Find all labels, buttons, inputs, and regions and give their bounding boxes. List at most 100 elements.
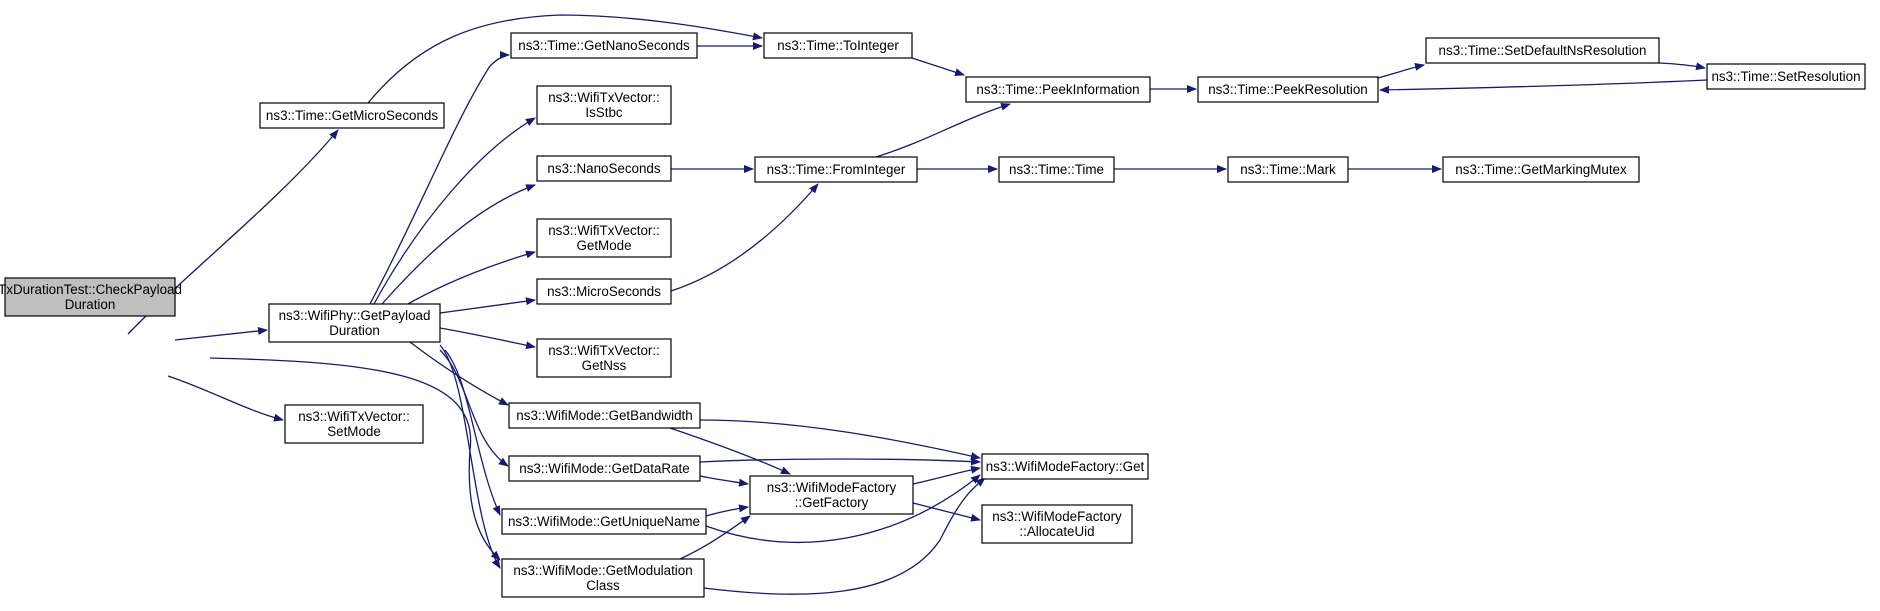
node-label: Duration bbox=[65, 297, 116, 312]
node-box bbox=[749, 475, 914, 515]
node-label: ns3::WifiMode::GetBandwidth bbox=[516, 408, 692, 423]
node-label: ns3::Time::PeekResolution bbox=[1208, 82, 1368, 97]
node-label: ns3::WifiMode::GetModulation bbox=[513, 563, 692, 578]
edge-getUniqueName-to-getFactory bbox=[705, 504, 749, 517]
node-label: ::GetFactory bbox=[795, 495, 869, 510]
node-box bbox=[1227, 156, 1349, 183]
node-label: ns3::Time::Mark bbox=[1240, 162, 1336, 177]
node-label: ns3::WifiTxVector:: bbox=[548, 90, 660, 105]
node-label: ns3::WifiModeFactory bbox=[767, 480, 897, 495]
node-box bbox=[1706, 63, 1866, 90]
edge-getBandwidth-to-factoryGet bbox=[699, 419, 981, 460]
edge-root-to-getModulationClass bbox=[209, 357, 501, 561]
edge-getModulationClass-to-getFactory bbox=[679, 515, 751, 560]
node-box bbox=[501, 558, 705, 598]
node-toInteger[interactable]: ns3::Time::ToInteger bbox=[763, 32, 913, 59]
node-label: ::AllocateUid bbox=[1019, 524, 1094, 539]
node-box bbox=[536, 278, 672, 305]
node-mark[interactable]: ns3::Time::Mark bbox=[1227, 156, 1349, 183]
node-setDefaultNsResolution[interactable]: ns3::Time::SetDefaultNsResolution bbox=[1425, 37, 1660, 64]
node-factoryGet[interactable]: ns3::WifiModeFactory::Get bbox=[981, 453, 1149, 480]
node-label: GetMode bbox=[576, 238, 631, 253]
node-box bbox=[284, 404, 424, 444]
node-label: Class bbox=[586, 578, 620, 593]
node-label: ns3::MicroSeconds bbox=[547, 284, 661, 299]
edge-peekResolution-to-setDefaultNsResolution bbox=[1377, 62, 1425, 79]
node-fromInteger[interactable]: ns3::Time::FromInteger bbox=[754, 156, 918, 183]
edge-getFactory-to-allocateUid bbox=[912, 502, 981, 522]
node-box bbox=[998, 156, 1115, 183]
node-label: ns3::WifiModeFactory::Get bbox=[986, 459, 1145, 474]
edge-getPayloadDuration-to-getNanoSeconds bbox=[369, 51, 510, 305]
node-label: ns3::Time::PeekInformation bbox=[976, 82, 1139, 97]
edge-getPayloadDuration-to-getNss bbox=[439, 327, 536, 350]
edge-setDefaultNsResolution-to-setResolution bbox=[1658, 62, 1706, 71]
node-box bbox=[1442, 156, 1640, 183]
node-label: TxDurationTest::CheckPayload bbox=[0, 282, 182, 297]
node-box bbox=[268, 303, 441, 343]
edge-getBandwidth-to-getFactory bbox=[669, 427, 791, 475]
edge-getPayloadDuration-to-getMode bbox=[407, 250, 536, 305]
node-box bbox=[754, 156, 918, 183]
node-box bbox=[763, 32, 913, 59]
node-box bbox=[536, 85, 672, 125]
node-microSeconds[interactable]: ns3::MicroSeconds bbox=[536, 278, 672, 305]
node-label: ns3::WifiMode::GetUniqueName bbox=[508, 514, 700, 529]
node-label: ns3::Time::SetDefaultNsResolution bbox=[1439, 43, 1647, 58]
node-nanoSeconds[interactable]: ns3::NanoSeconds bbox=[536, 155, 672, 182]
node-getMicroSeconds[interactable]: ns3::Time::GetMicroSeconds bbox=[259, 102, 445, 129]
node-getNss[interactable]: ns3::WifiTxVector::GetNss bbox=[536, 338, 672, 378]
node-isStbc[interactable]: ns3::WifiTxVector::IsStbc bbox=[536, 85, 672, 125]
node-box bbox=[965, 76, 1151, 103]
node-box bbox=[4, 277, 176, 317]
node-timeCtor[interactable]: ns3::Time::Time bbox=[998, 156, 1115, 183]
node-label: Duration bbox=[329, 323, 380, 338]
node-setResolution[interactable]: ns3::Time::SetResolution bbox=[1706, 63, 1866, 90]
node-box bbox=[1197, 76, 1379, 103]
node-allocateUid[interactable]: ns3::WifiModeFactory::AllocateUid bbox=[981, 504, 1133, 544]
node-label: ns3::Time::GetMicroSeconds bbox=[266, 108, 438, 123]
node-box bbox=[501, 508, 707, 535]
node-getMarkingMutex[interactable]: ns3::Time::GetMarkingMutex bbox=[1442, 156, 1640, 183]
edge-getPayloadDuration-to-microSeconds bbox=[439, 297, 536, 314]
node-label: ns3::WifiModeFactory bbox=[992, 509, 1122, 524]
node-box bbox=[536, 218, 672, 258]
edge-root-to-getPayloadDuration bbox=[174, 326, 268, 341]
edge-getDataRate-to-factoryGet bbox=[699, 457, 981, 466]
node-getFactory[interactable]: ns3::WifiModeFactory::GetFactory bbox=[749, 475, 914, 515]
node-setMode[interactable]: ns3::WifiTxVector::SetMode bbox=[284, 404, 424, 444]
edge-getPayloadDuration-to-getModulationClass bbox=[439, 344, 501, 569]
edge-getPayloadDuration-to-isStbc bbox=[373, 117, 536, 305]
node-box bbox=[981, 453, 1149, 480]
node-label: ns3::Time::GetMarkingMutex bbox=[1455, 162, 1627, 177]
node-label: SetMode bbox=[327, 424, 381, 439]
edges-layer bbox=[127, 14, 1708, 595]
node-label: ns3::WifiTxVector:: bbox=[298, 409, 410, 424]
node-label: ns3::WifiMode::GetDataRate bbox=[519, 461, 689, 476]
edge-getMicroSeconds-to-toInteger bbox=[367, 14, 763, 104]
node-getUniqueName[interactable]: ns3::WifiMode::GetUniqueName bbox=[501, 508, 707, 535]
node-label: GetNss bbox=[582, 358, 627, 373]
node-box bbox=[508, 402, 701, 429]
node-getNanoSeconds[interactable]: ns3::Time::GetNanoSeconds bbox=[510, 32, 698, 59]
node-box bbox=[981, 504, 1133, 544]
edge-setResolution-to-peekResolution bbox=[1379, 79, 1708, 94]
edge-microSeconds-to-fromInteger bbox=[670, 183, 819, 292]
node-getDataRate[interactable]: ns3::WifiMode::GetDataRate bbox=[508, 455, 701, 482]
node-peekResolution[interactable]: ns3::Time::PeekResolution bbox=[1197, 76, 1379, 103]
edge-fromInteger-to-peekInformation bbox=[875, 102, 1011, 158]
node-box bbox=[536, 155, 672, 182]
node-getMode[interactable]: ns3::WifiTxVector::GetMode bbox=[536, 218, 672, 258]
node-label: IsStbc bbox=[585, 105, 623, 120]
node-label: ns3::Time::ToInteger bbox=[777, 38, 899, 53]
node-peekInformation[interactable]: ns3::Time::PeekInformation bbox=[965, 76, 1151, 103]
node-box bbox=[1425, 37, 1660, 64]
edge-getPayloadDuration-to-getDataRate bbox=[439, 349, 509, 467]
edge-getDataRate-to-getFactory bbox=[699, 475, 749, 487]
node-label: ns3::WifiTxVector:: bbox=[548, 223, 660, 238]
node-getBandwidth[interactable]: ns3::WifiMode::GetBandwidth bbox=[508, 402, 701, 429]
